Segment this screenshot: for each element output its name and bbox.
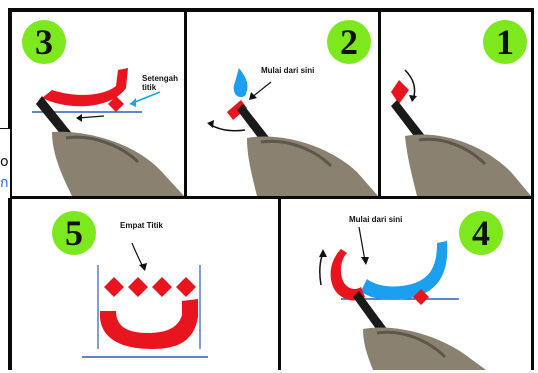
edge-glyph: o — [0, 154, 9, 170]
step-3-panel: 3 Setengah titik — [12, 12, 184, 196]
annotation-label: Mulai dari sini — [261, 66, 314, 75]
annotation-label: Setengah titik — [142, 74, 178, 92]
step-number-badge: 2 — [327, 20, 371, 64]
annotation-label: Empat Titik — [120, 221, 163, 230]
step-1-panel: 1 — [381, 12, 531, 196]
step-number-badge: 1 — [483, 20, 527, 64]
page-edge-fragment: o ก — [0, 128, 10, 198]
step-number-badge: 3 — [22, 20, 66, 64]
divider — [0, 128, 10, 129]
step-2-panel: 2 Mulai dari sini — [187, 12, 378, 196]
step-4-panel: 4 Mulai dari sini — [281, 199, 531, 370]
annotation-label: Mulai dari sini — [349, 215, 402, 224]
edge-glyph: ก — [0, 172, 8, 194]
step-number-badge: 4 — [459, 211, 503, 255]
step-number-badge: 5 — [52, 211, 96, 255]
step-5-panel: 5 Empat Titik — [12, 199, 278, 370]
